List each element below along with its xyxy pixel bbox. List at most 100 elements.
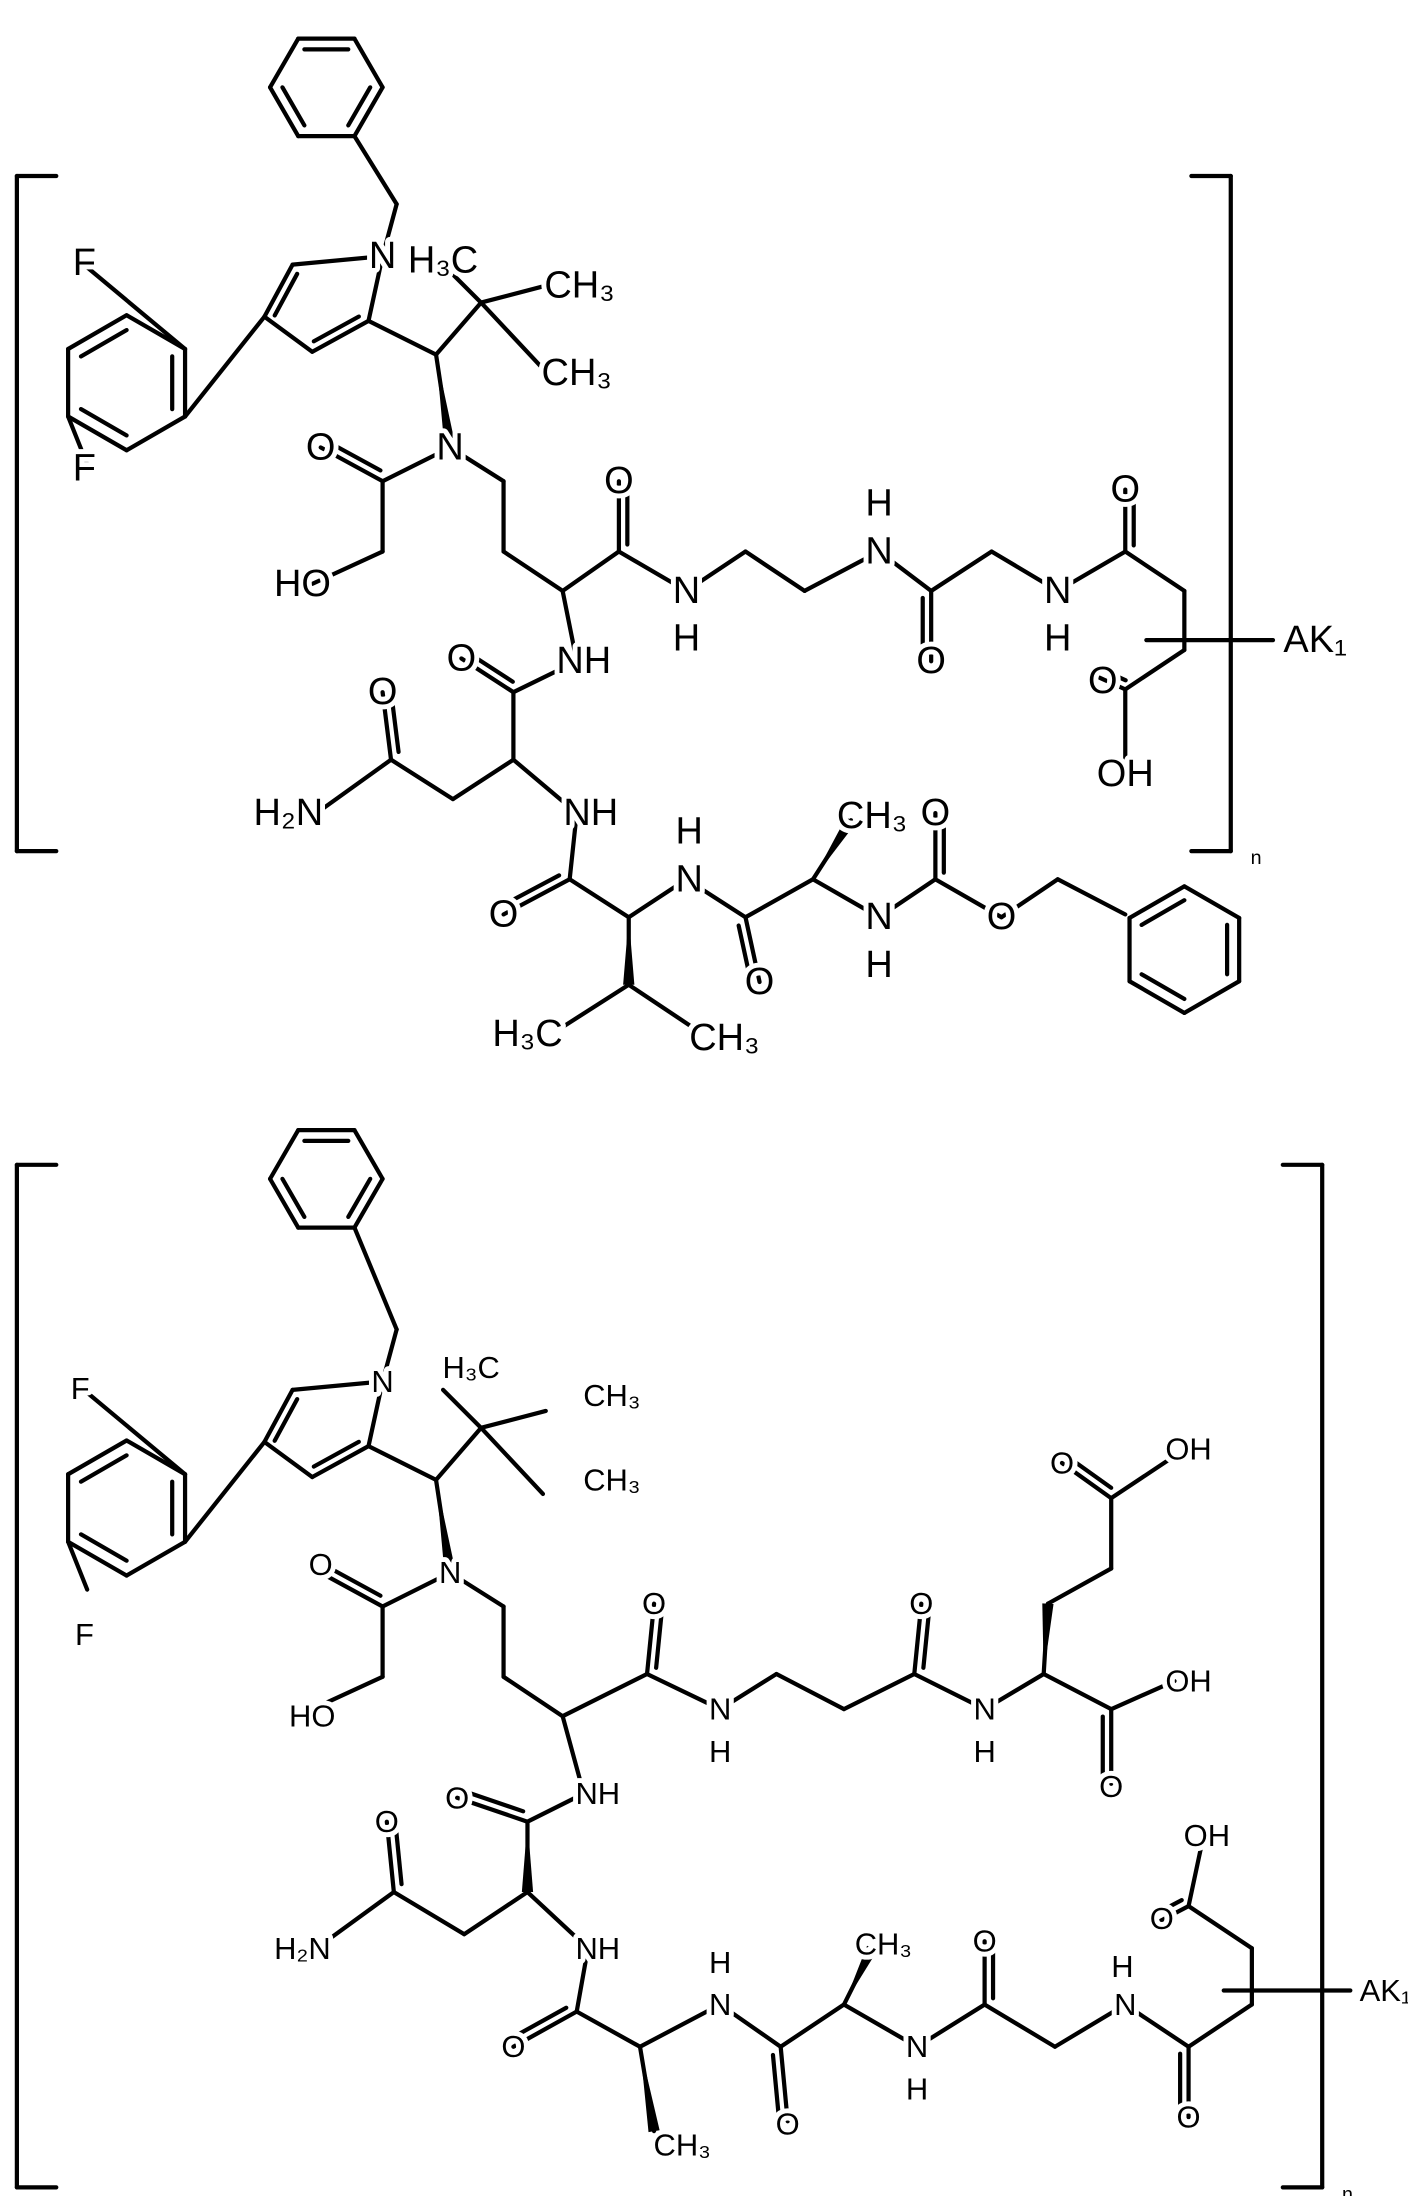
benzene-ring [270, 39, 298, 88]
atom-label: H₃C [443, 1350, 500, 1385]
atom-label: O [1050, 1446, 1074, 1481]
atom-label: NH [563, 792, 618, 834]
stereo-wedge [640, 2047, 660, 2132]
atom-label: H [709, 1945, 731, 1980]
atom-label: O [987, 896, 1017, 938]
atom-label: H [676, 810, 703, 852]
benzene-ring [270, 1130, 298, 1179]
atom-label: O [921, 792, 951, 834]
single-bond [87, 1393, 185, 1475]
atom-label: O [306, 426, 336, 468]
benzene-ring-inner [282, 1179, 304, 1217]
atom-label: H [1111, 1949, 1133, 1984]
atom-label: NH [575, 1776, 620, 1811]
phenyl-ring [127, 1542, 185, 1576]
benzene-ring [354, 39, 382, 88]
atom-label: OH [1184, 1818, 1230, 1853]
atom-label: N [865, 531, 892, 573]
phenyl-ring [127, 417, 185, 451]
atom-label: O [1150, 1901, 1174, 1936]
single-bond [745, 879, 813, 917]
atom-label: H [865, 483, 892, 525]
atom-label: N [973, 1692, 995, 1727]
atom-label: N [906, 2029, 928, 2064]
single-bond [563, 1674, 647, 1716]
atom-label: F [73, 242, 96, 284]
phenyl-ring-inner [81, 1455, 127, 1481]
atom-label: H [906, 2071, 928, 2106]
single-bond [481, 1411, 546, 1428]
atom-label: H [973, 1734, 995, 1769]
atom-label: N [436, 426, 463, 468]
atom-labels: FFNH₃CCH₃CH₃NOHOONHNHONHOOOHAK₁NHOOH₂NNH… [71, 235, 1408, 2196]
single-bond [391, 760, 453, 799]
single-bond [1189, 2005, 1252, 2047]
single-bond [264, 1442, 312, 1477]
single-bond [570, 879, 629, 917]
phenyl-ring-inner [81, 330, 127, 356]
atom-label: CH₃ [855, 1927, 912, 1962]
phenyl-ring-inner [81, 409, 127, 435]
single-bond [354, 136, 396, 204]
single-bond [577, 2012, 640, 2047]
atom-label: H [1044, 618, 1071, 660]
atom-label: O [1088, 660, 1118, 702]
atom-label: O [916, 640, 946, 682]
single-bond [745, 552, 804, 591]
atom-label: H [709, 1734, 731, 1769]
phenyl-ring [68, 315, 126, 349]
bonds [17, 39, 1350, 2188]
atom-label: N [709, 1692, 731, 1727]
single-bond [481, 303, 543, 369]
atom-label: O [909, 1586, 933, 1621]
atom-label: H₃C [408, 239, 478, 281]
atom-label: CH₃ [583, 1378, 640, 1413]
single-bond [481, 286, 546, 303]
atom-label: HO [274, 563, 331, 605]
atom-label: O [604, 460, 634, 502]
single-bond [844, 1674, 914, 1709]
atom-label: NH [575, 1931, 620, 1966]
atom-label: CH₃ [544, 265, 614, 307]
benzene-ring-inner [282, 87, 304, 125]
atom-label: AK₁ [1283, 619, 1346, 661]
atom-label: N [673, 570, 700, 612]
benzene-ring [354, 1130, 382, 1179]
single-bond [316, 760, 391, 813]
single-bond [453, 760, 513, 799]
single-bond [264, 317, 312, 352]
atom-label: O [1099, 1769, 1123, 1804]
atom-label: O [776, 2107, 800, 2142]
single-bond [394, 1892, 464, 1934]
atom-label: HO [289, 1699, 335, 1734]
single-bond [369, 1446, 437, 1480]
single-bond [504, 552, 563, 591]
single-bond [185, 317, 264, 417]
benzene-ring-inner [1142, 974, 1185, 999]
single-bond [354, 1228, 396, 1330]
single-bond [443, 1390, 481, 1428]
benzene-ring-inner [348, 87, 370, 125]
phenyl-ring-inner [81, 1534, 127, 1560]
single-bond [781, 2005, 844, 2047]
atom-label: O [368, 671, 398, 713]
benzene-ring-inner [1142, 900, 1185, 925]
single-bond [436, 303, 481, 355]
benzene-ring [270, 87, 298, 136]
benzene-ring-inner [348, 1179, 370, 1217]
atom-label: N [371, 1364, 393, 1399]
atom-label: O [447, 637, 477, 679]
atom-label: F [71, 1371, 90, 1406]
single-bond [1125, 650, 1184, 689]
benzene-ring [1184, 886, 1239, 918]
atom-label: N [369, 235, 396, 277]
atom-label: CH₃ [689, 1017, 759, 1059]
benzene-ring [270, 1179, 298, 1228]
atom-label: OH [1097, 753, 1154, 795]
single-bond [369, 321, 437, 355]
atom-label: F [73, 448, 96, 490]
single-bond [563, 552, 619, 591]
atom-label: O [642, 1586, 666, 1621]
atom-label: CH₃ [654, 2128, 711, 2163]
